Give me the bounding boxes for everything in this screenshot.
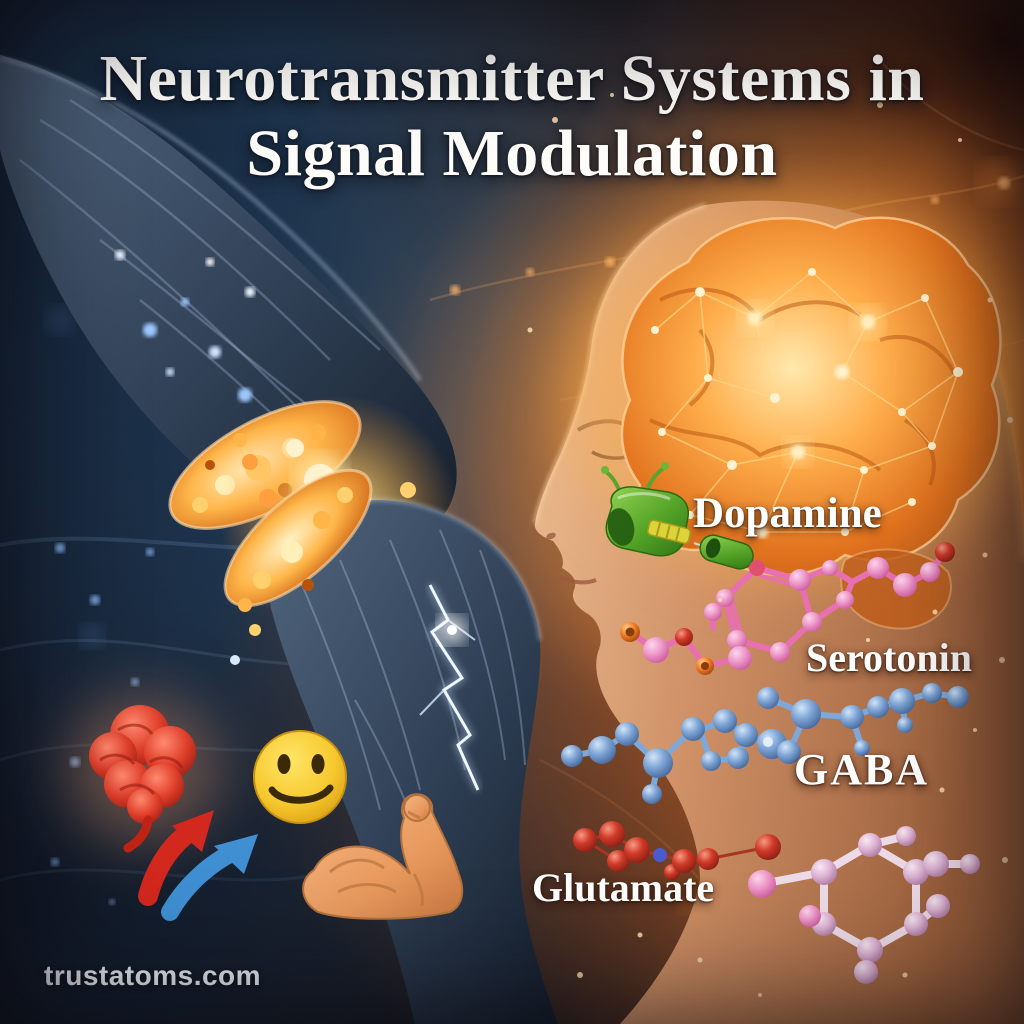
red-brain-icon [62,694,222,853]
vesicles-bottom [238,487,353,612]
smiley-face-icon [253,730,347,824]
page-title: Neurotransmitter Systems in Signal Modul… [0,42,1024,191]
terminal-glow-dots [115,250,255,402]
red-up-arrow-icon [138,810,214,906]
head-profile-graphic [460,100,1024,1024]
glutamate-label: Glutamate [532,865,715,910]
glutamate-molecule [573,821,980,984]
blue-up-arrow-icon [161,834,258,921]
watermark-url: trustatoms.com [44,960,262,991]
serotonin-label: Serotonin [806,635,972,680]
title-line-2: Signal Modulation [246,116,778,190]
serotonin-molecule [620,542,955,675]
electric-streak [419,583,481,792]
dopamine-label: Dopamine [693,490,882,537]
postsynaptic-terminal-graphic [223,468,558,1024]
dopamine-receptor-icon [601,462,754,570]
sparkles [527,77,1013,997]
flexed-bicep-icon [302,793,464,920]
brain-network [651,268,963,538]
gaba-label: GABA [794,745,930,794]
gaba-molecule [561,683,969,804]
title-line-1: Neurotransmitter Systems in [99,42,925,115]
